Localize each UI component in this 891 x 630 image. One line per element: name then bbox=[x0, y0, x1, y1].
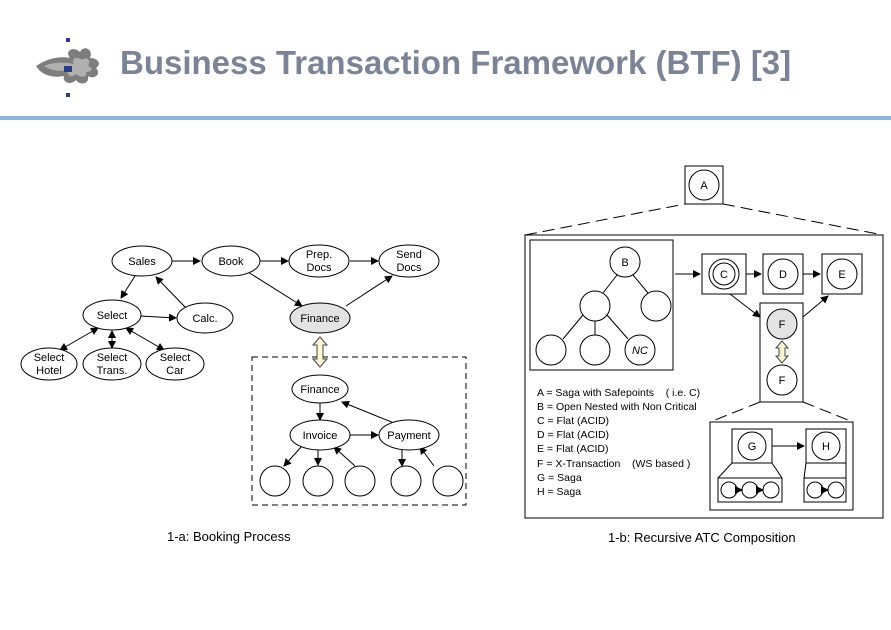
legend-item: H = Saga bbox=[537, 486, 581, 498]
recursive-atc-labels: A B NC C D E F F G H bbox=[621, 180, 845, 453]
node-select-car-line1: Select bbox=[160, 352, 191, 364]
node-payment: Payment bbox=[387, 430, 430, 442]
node-f-top: F bbox=[779, 319, 786, 331]
node-g: G bbox=[748, 441, 757, 453]
node-prep-docs-line2: Docs bbox=[306, 262, 332, 274]
node-nc: NC bbox=[632, 345, 648, 357]
recursive-atc-diagram bbox=[524, 165, 884, 519]
node-invoice: Invoice bbox=[303, 430, 338, 442]
node-prep-docs-line1: Prep. bbox=[306, 249, 332, 261]
legend-item: G = Saga bbox=[537, 472, 582, 484]
node-book: Book bbox=[218, 256, 244, 268]
node-send-docs-line1: Send bbox=[396, 249, 422, 261]
node-d: D bbox=[779, 269, 787, 281]
slide-title: Business Transaction Framework (BTF) [3] bbox=[120, 44, 792, 81]
legend-item: C = Flat (ACID) bbox=[537, 415, 609, 427]
title-divider bbox=[0, 116, 891, 120]
caption-booking-process: 1-a: Booking Process bbox=[167, 529, 291, 544]
node-a: A bbox=[700, 180, 708, 192]
legend-item: F = X-Transaction (WS based ) bbox=[537, 458, 690, 470]
node-sales: Sales bbox=[128, 256, 156, 268]
legend-item: A = Saga with Safepoints ( i.e. C) bbox=[537, 387, 700, 399]
node-select-hotel-line1: Select bbox=[34, 352, 65, 364]
node-e: E bbox=[838, 269, 845, 281]
node-select-hotel-line2: Hotel bbox=[36, 365, 62, 377]
legend-item: B = Open Nested with Non Critical bbox=[537, 401, 697, 413]
node-select-trans-line1: Select bbox=[97, 352, 128, 364]
caption-recursive-atc: 1-b: Recursive ATC Composition bbox=[608, 530, 796, 545]
legend: A = Saga with Safepoints ( i.e. C) B = O… bbox=[537, 387, 700, 498]
node-f-bottom: F bbox=[779, 375, 786, 387]
legend-item: D = Flat (ACID) bbox=[537, 429, 609, 441]
node-select-trans-line2: Trans. bbox=[97, 365, 128, 377]
node-send-docs-line2: Docs bbox=[396, 262, 422, 274]
booking-process-labels: Sales Book Prep. Docs Send Docs Select C… bbox=[34, 249, 431, 442]
node-h: H bbox=[822, 441, 830, 453]
legend-item: E = Flat (ACID) bbox=[537, 443, 608, 455]
node-select: Select bbox=[97, 310, 128, 322]
node-select-car-line2: Car bbox=[166, 365, 184, 377]
node-b: B bbox=[621, 257, 628, 269]
university-flame-logo bbox=[36, 38, 99, 97]
node-c: C bbox=[720, 269, 728, 281]
node-calc: Calc. bbox=[192, 313, 217, 325]
node-finance-inner: Finance bbox=[300, 384, 339, 396]
node-finance: Finance bbox=[300, 313, 339, 325]
booking-process-diagram bbox=[20, 244, 467, 506]
